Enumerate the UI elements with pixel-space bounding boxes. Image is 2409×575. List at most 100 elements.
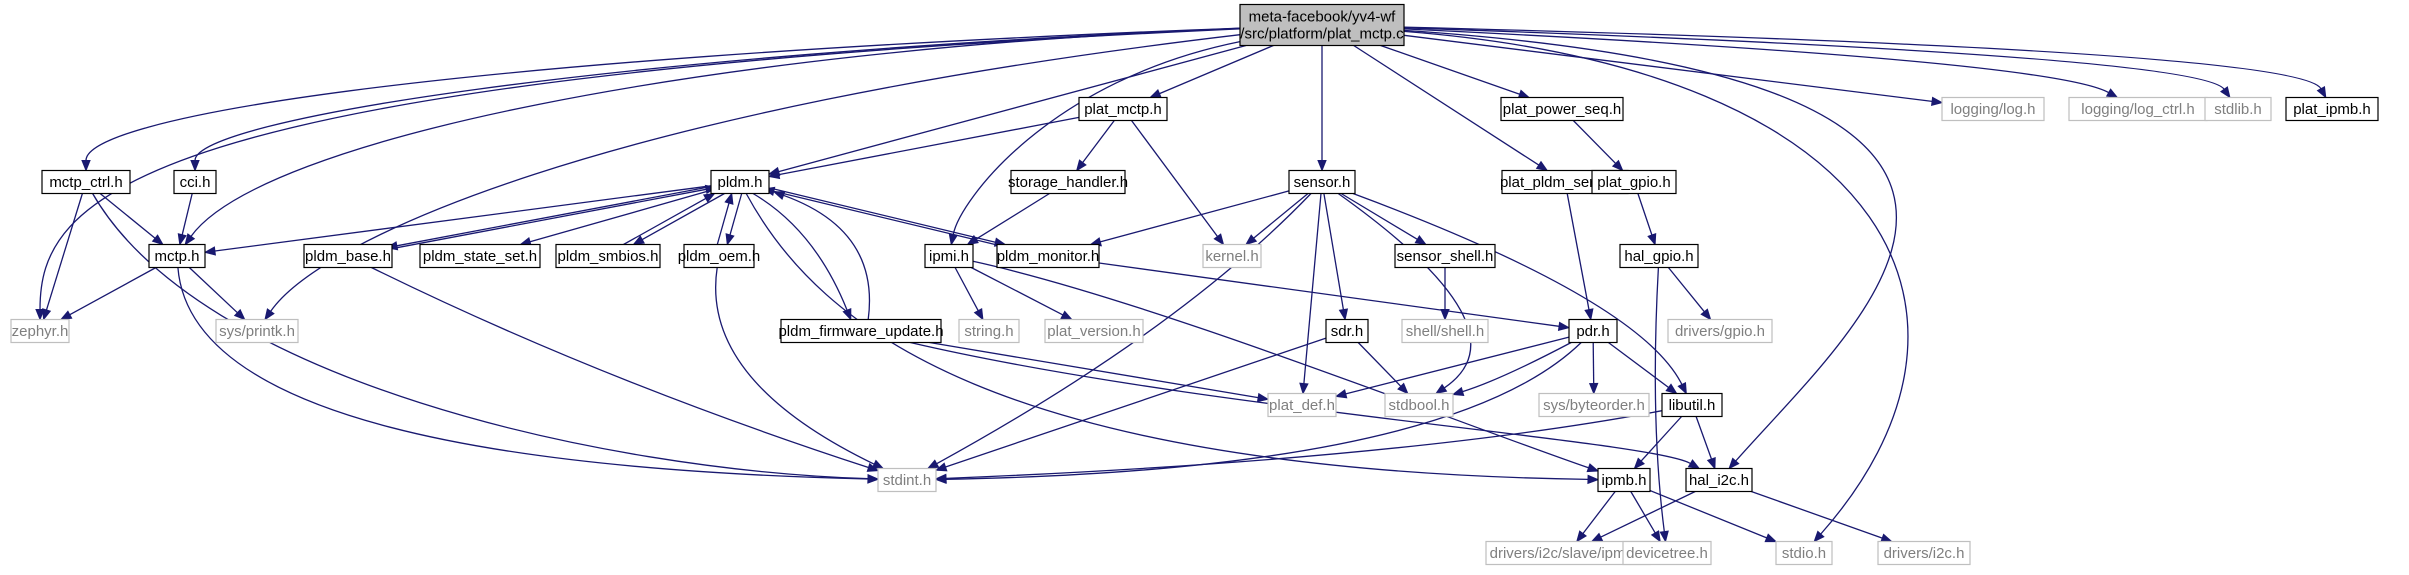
arrowhead-icon: [203, 246, 216, 256]
edge-line: [1345, 336, 1570, 395]
arrowhead-icon: [1213, 233, 1225, 246]
edge-pldm_h-to-pldm_monitor_h: [773, 188, 1007, 247]
node-ipmb-h[interactable]: ipmb.h: [1597, 467, 1651, 493]
node-mctp-h[interactable]: mctp.h: [148, 243, 206, 269]
node-plat-power-seq-h[interactable]: plat_power_seq.h: [1500, 96, 1624, 122]
arrowhead-icon: [42, 308, 52, 321]
node-label: storage_handler.h: [1008, 174, 1128, 191]
node-libutil-h[interactable]: libutil.h: [1661, 392, 1723, 418]
edge-pldm_firmware_update_h-to-pldm_h: [772, 191, 871, 320]
edge-line: [715, 267, 875, 465]
node-ipmi-h[interactable]: ipmi.h: [924, 243, 974, 269]
node-sensor-shell-h[interactable]: sensor_shell.h: [1394, 243, 1496, 269]
edge-root-to-mctp_h: [184, 27, 1241, 246]
edge-line: [1592, 342, 1595, 384]
node-box: [173, 169, 217, 195]
edge-root-to-logging_log_h: [1403, 34, 1944, 106]
node-label: pldm.h: [717, 174, 762, 191]
node-drivers-gpio-h: drivers/gpio.h: [1667, 318, 1773, 344]
node-box: [215, 318, 299, 344]
node-box: [41, 169, 131, 195]
node-label: pdr.h: [1576, 323, 1609, 340]
node-pldm-state-set-h[interactable]: pldm_state_set.h: [419, 243, 541, 269]
node-box: [1267, 392, 1337, 418]
edge-pldm_oem_h-to-pldm_h: [716, 192, 734, 245]
node-sensor-h[interactable]: sensor.h: [1288, 169, 1356, 195]
node-pldm-firmware-update-h[interactable]: pldm_firmware_update.h: [778, 318, 944, 344]
edge-line: [1340, 192, 1418, 240]
node-box: [924, 243, 974, 269]
node-stdbool-h: stdbool.h: [1384, 392, 1454, 418]
arrowhead-icon: [1584, 308, 1594, 321]
node-sdr-h[interactable]: sdr.h: [1325, 318, 1369, 344]
node-label: ipmi.h: [929, 248, 969, 265]
node-label: libutil.h: [1669, 397, 1716, 414]
node-pldm-h[interactable]: pldm.h: [710, 169, 770, 195]
node-label: pldm_base.h: [305, 248, 391, 265]
edge-ipmb_h-to-devicetree_h: [1630, 491, 1661, 543]
edge-line: [177, 267, 869, 480]
node-pldm-oem-h[interactable]: pldm_oem.h: [678, 243, 761, 269]
edge-storage_handler_h-to-ipmi_h: [966, 192, 1050, 246]
node-box: [1619, 243, 1699, 269]
edge-line: [1640, 416, 1683, 462]
edge-pldm_h-to-pldm_oem_h: [725, 193, 743, 246]
edge-line: [1572, 120, 1617, 164]
arrowhead-icon: [81, 160, 91, 172]
edge-pdr_h-to-stdbool_h: [1451, 341, 1572, 396]
arrowhead-icon: [35, 309, 45, 321]
node-box: [996, 243, 1100, 269]
edge-pdr_h-to-plat_def_h: [1334, 336, 1570, 399]
node-plat-mctp-h[interactable]: plat_mctp.h: [1078, 96, 1168, 122]
edge-root-to-ipmi_h: [948, 40, 1241, 246]
node-label: shell/shell.h: [1406, 323, 1484, 340]
node-pldm-smbios-h[interactable]: pldm_smbios.h: [555, 243, 661, 269]
node-hal-gpio-h[interactable]: hal_gpio.h: [1619, 243, 1699, 269]
edge-root-to-plat_pldm_sensor_h: [1353, 44, 1549, 172]
arrowhead-icon: [703, 192, 716, 203]
node-pdr-h[interactable]: pdr.h: [1568, 318, 1618, 344]
arrowhead-icon: [926, 459, 940, 470]
node-plat-version-h: plat_version.h: [1044, 318, 1144, 344]
edge-sensor_h-to-stdint_h: [926, 193, 1312, 470]
edge-mctp_h-to-zephyr_h: [59, 266, 157, 321]
edge-pldm_firmware_update_h-to-plat_def_h: [929, 341, 1270, 403]
node-cci-h[interactable]: cci.h: [173, 169, 217, 195]
node-box: [1394, 243, 1496, 269]
edge-line: [1608, 341, 1669, 389]
edge-root-to-pldm_h: [767, 44, 1247, 176]
edge-line: [194, 27, 1241, 161]
arrowhead-icon: [1535, 160, 1549, 172]
node-label: sensor.h: [1294, 174, 1351, 191]
arrowhead-icon: [1687, 459, 1701, 470]
node-hal-i2c-h[interactable]: hal_i2c.h: [1685, 467, 1753, 493]
edge-line: [783, 194, 871, 320]
edge-ipmi_h-to-plat_version_h: [970, 266, 1074, 321]
edge-mctp_ctrl_h-to-zephyr_h: [42, 193, 84, 321]
node-logging-log-ctrl-h: logging/log_ctrl.h: [2068, 96, 2208, 122]
node-box: [1775, 540, 1833, 566]
node-plat-gpio-h[interactable]: plat_gpio.h: [1591, 169, 1677, 195]
node-box: [1941, 96, 2045, 122]
node-root[interactable]: meta-facebook/yv4-wf/src/platform/plat_m…: [1239, 3, 1405, 47]
edge-line: [99, 192, 156, 239]
arrowhead-icon: [973, 308, 984, 321]
node-storage-handler-h[interactable]: storage_handler.h: [1008, 169, 1128, 195]
edge-line: [623, 197, 707, 246]
node-pldm-base-h[interactable]: pldm_base.h: [303, 243, 393, 269]
node-box: [555, 243, 661, 269]
edge-root-to-sensor_h: [1317, 45, 1327, 172]
edge-ipmi_h-to-string_h: [954, 267, 984, 321]
node-pldm-monitor-h[interactable]: pldm_monitor.h: [996, 243, 1100, 269]
edge-line: [85, 27, 1241, 161]
node-mctp-ctrl-h[interactable]: mctp_ctrl.h: [41, 169, 131, 195]
edge-line: [1630, 491, 1656, 534]
arrowhead-icon: [1647, 232, 1657, 246]
node-devicetree-h: devicetree.h: [1622, 540, 1712, 566]
node-plat-ipmb-h[interactable]: plat_ipmb.h: [2285, 96, 2379, 122]
node-label: devicetree.h: [1626, 545, 1708, 562]
arrowhead-icon: [725, 233, 735, 246]
edge-root-to-hal_i2c_h: [1403, 29, 1898, 470]
edge-plat_mctp_h-to-kernel_h: [1130, 120, 1225, 246]
